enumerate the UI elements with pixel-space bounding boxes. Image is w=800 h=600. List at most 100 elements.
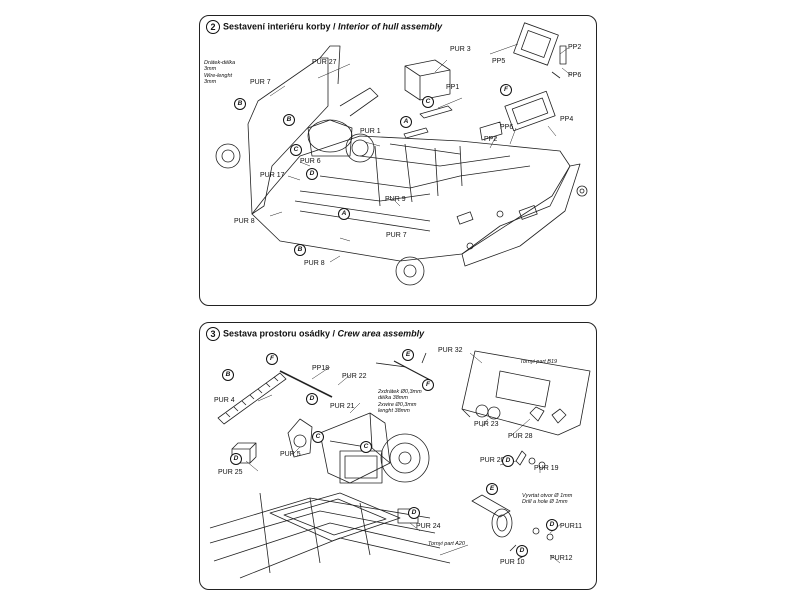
label-pur22: PUR 22 [342,373,367,380]
label-pur12: PUR12 [550,555,573,562]
hull-side-wall [247,57,329,215]
label-pur19: PUR 19 [534,465,559,472]
marker-c: C [290,144,302,156]
track-segment-pur4 [217,372,287,425]
note-tornyi-b19: Tornyi part B19 [520,359,557,365]
marker-d: D [502,455,514,467]
label-pur3: PUR 3 [450,46,471,53]
marker-d: D [306,393,318,405]
marker-e: E [486,483,498,495]
step-number: 3 [206,327,220,341]
marker-d: D [408,507,420,519]
label-pur20: PUR 20 [480,457,505,464]
frame-pp5 [513,22,559,66]
label-pur24: PUR 24 [416,523,441,530]
title-english: Crew area assembly [335,328,425,339]
frame-pp4 [504,90,556,132]
label-pur17: PUR 17 [260,172,285,179]
label-pur6: PUR 6 [300,158,321,165]
marker-b: B [294,244,306,256]
marker-b: B [283,114,295,126]
label-pur25: PUR 25 [218,469,243,476]
note-line: Drátek-délka [204,60,236,66]
note-line: Vyvrtat otvor Ø 1mm [522,493,573,499]
note-line: délka 38mm [378,395,408,402]
label-pur32: PUR 32 [438,347,463,354]
label-pur7-top: PUR 7 [250,79,271,86]
label-pur9: PUR 9 [385,196,406,203]
note-line: 3mm [204,66,217,73]
gearbox-pur3 [404,59,451,101]
transmission-housing [319,412,391,484]
hull-floor [251,135,571,262]
marker-c: C [422,96,434,108]
label-pur11: PUR11 [560,523,583,530]
marker-b: B [234,98,246,110]
label-pp2-mid: PP2 [484,136,498,143]
note-line: Wire-lenght [204,72,233,79]
marker-d: D [516,545,528,557]
note-line: Tornyi part A20 [428,541,465,547]
floor-frame [374,143,463,207]
seat-pur5 [287,418,313,458]
label-pur8-bottom: PUR 8 [304,260,325,267]
marker-f: F [266,353,278,365]
label-pp1: PP1 [446,84,460,91]
left-final-drive [215,143,241,169]
label-pp2-top: PP2 [568,44,582,51]
transmission-wheel [380,433,430,483]
hull-interior-drawing [215,22,588,286]
bottom-final-drive [395,256,425,286]
note-line: 2xwire Ø0,3mm [378,401,417,408]
label-pur7-bottom: PUR 7 [386,232,407,239]
label-pp5: PP5 [492,58,506,65]
marker-b: B [222,369,234,381]
label-pur1: PUR 1 [360,128,381,135]
label-pur5: PUR 5 [280,451,301,458]
marker-a: A [338,208,350,220]
marker-d: D [546,519,558,531]
label-pp4: PP4 [560,116,574,123]
marker-c: C [312,431,324,443]
label-pp18: PP18 [312,365,330,372]
label-pur28: PUR 28 [508,433,533,440]
floor-plate [269,492,401,542]
label-pur21: PUR 21 [330,403,355,410]
transmission-unit [307,119,353,153]
label-pur23: PUR 23 [474,421,499,428]
note-tornyi-a20: Tornyi part A20 [428,541,465,547]
label-pur27: PUR 27 [312,59,337,66]
label-pur4: PUR 4 [214,397,235,404]
note-line: 2xdrátek Ø0,3mm [378,389,422,395]
marker-f: F [422,379,434,391]
note-line: Drill a hole Ø 1mm [522,499,568,506]
title-czech: Sestavení interiéru korby / [223,21,336,32]
marker-e: E [402,349,414,361]
label-pur10: PUR 10 [500,559,525,566]
note-line: Tornyi part B19 [520,359,558,365]
plate-pp1 [419,105,453,119]
marker-c: C [360,441,372,453]
label-pp6-mid: PP6 [500,124,514,131]
hull-right-wall [461,163,581,267]
hull-upper-edge [319,45,341,85]
marker-d: D [230,453,242,465]
marker-f: F [500,84,512,96]
marker-a: A [400,116,412,128]
wire-length-note: Drátek-délka 3mm Wire-lenght 3mm [204,60,235,85]
label-pur8-left: PUR 8 [234,218,255,225]
title-english: Interior of hull assembly [335,21,443,32]
note-line: lenght 38mm [378,407,410,414]
label-pp6-top: PP6 [568,72,582,79]
note-wire-length: 2xdrátek Ø0,3mm délka 38mm 2xwire Ø0,3mm… [378,389,422,414]
shaft-assembly [471,494,511,518]
rod-pp18 [279,370,333,398]
note-drill-hole: Vyvrtat otvor Ø 1mm Drill a hole Ø 1mm [522,493,572,506]
note-line: 3mm [204,78,217,85]
title-czech: Sestava prostoru osádky / [223,328,336,339]
marker-d: D [306,168,318,180]
